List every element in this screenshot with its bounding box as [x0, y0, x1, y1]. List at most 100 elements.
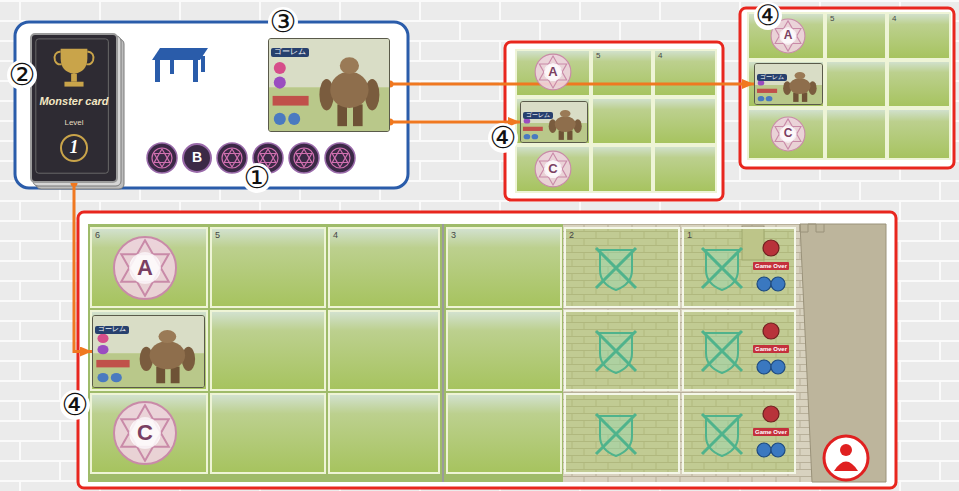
hexagram	[539, 161, 566, 185]
player-board-part-part	[211, 228, 325, 307]
golem-body	[330, 72, 368, 108]
supply-area-part	[217, 143, 247, 173]
player-board-small-part-part	[748, 61, 824, 107]
player-board-part-part	[763, 240, 779, 256]
player-board-small-part-part	[826, 61, 886, 107]
player-board-small-part-part	[516, 50, 590, 96]
player-board-small-part-part	[654, 98, 716, 144]
hexagram	[775, 28, 801, 51]
stat-icon	[97, 373, 108, 382]
callout-number: ①	[242, 163, 272, 193]
player-icon-part	[824, 436, 868, 480]
hexagram	[121, 405, 169, 447]
game-over-label: Game Over	[753, 262, 789, 270]
monster-name: ゴーレム	[523, 112, 553, 119]
column-number: 2	[569, 231, 574, 240]
player-board-part-part	[683, 228, 795, 307]
column-number: 5	[596, 52, 600, 60]
golem-head	[795, 72, 806, 79]
hexagram	[121, 254, 169, 296]
column-number: 4	[333, 231, 338, 240]
player-board-small-part-part	[516, 98, 590, 144]
stat-bar	[757, 89, 777, 93]
callout-number: ④	[754, 2, 782, 30]
player-board-small-part-part	[592, 50, 652, 96]
player-board-part-part	[447, 311, 561, 390]
flow-arrow-group	[387, 81, 755, 88]
level-label: Level	[64, 119, 83, 128]
player-board-part-part	[683, 394, 795, 473]
zone-marker: C	[112, 400, 178, 466]
hexagram	[121, 419, 169, 461]
column-number: 1	[687, 231, 692, 240]
player-board-part-part	[91, 394, 207, 473]
player-board-part	[800, 224, 824, 232]
supply-area-part-part	[152, 48, 208, 60]
golem-head	[340, 57, 359, 74]
golem-body	[789, 78, 810, 94]
callout-number: ④	[60, 390, 90, 420]
monster-card: ゴーレム	[92, 315, 205, 388]
hexagram	[539, 153, 566, 177]
supply-area-part-part	[201, 56, 205, 72]
level-number: 1	[60, 134, 88, 162]
golem-head	[158, 330, 176, 343]
trophy-icon	[61, 49, 88, 74]
player-board-part-part	[771, 277, 785, 291]
column-number: 4	[658, 52, 662, 60]
player-board-small	[740, 8, 954, 168]
card-frame	[36, 39, 109, 173]
player-board-part-part	[565, 394, 679, 473]
player-board-part	[702, 248, 742, 290]
stat-icon	[766, 96, 773, 101]
player-icon	[824, 436, 868, 480]
golem-leg	[559, 130, 564, 139]
zone-marker: C	[534, 150, 572, 188]
player-board-part	[563, 224, 886, 482]
zone-letter: C	[548, 162, 557, 176]
player-board-part-part	[565, 228, 679, 307]
player-board-small-part-part	[516, 146, 590, 192]
golem-art	[755, 64, 822, 104]
zone-disk	[114, 237, 176, 299]
golem-body	[150, 341, 186, 369]
supply-area-part	[289, 143, 319, 173]
zone-letter: A	[137, 256, 153, 280]
stat-icon	[274, 62, 286, 74]
player-board-part-part	[211, 311, 325, 390]
trophy-stem	[71, 74, 77, 82]
hexagram	[539, 56, 566, 80]
trophy-handle	[55, 52, 94, 65]
monster-card: ゴーレム	[268, 38, 390, 132]
monster-deck: Monster cardLevel1	[30, 33, 118, 183]
stat-icon	[758, 96, 765, 101]
player-board-small-part-part	[888, 13, 950, 59]
player-board-part-part	[329, 394, 439, 473]
golem-leg	[156, 366, 165, 383]
monster-card: ゴーレム	[754, 63, 823, 105]
zone-center	[544, 63, 562, 81]
zone-disk	[771, 117, 805, 151]
player-board-small-part-part	[592, 98, 652, 144]
callout-number: ③	[268, 7, 298, 37]
player-board-part-part	[91, 228, 207, 307]
golem-leg	[567, 130, 572, 139]
zone-disk	[535, 54, 571, 90]
stat-icon	[97, 345, 108, 354]
player-icon-part	[834, 462, 858, 472]
hexagram	[121, 240, 169, 282]
player-board-small-part-part	[654, 50, 716, 96]
player-board-part-part	[683, 311, 795, 390]
player-board-part	[91, 228, 561, 473]
player-board-part	[78, 212, 896, 488]
monster-name: ゴーレム	[95, 326, 129, 334]
stat-icon	[524, 134, 531, 139]
player-board-part-part	[565, 311, 679, 390]
player-board-part-part	[757, 360, 771, 374]
game-over-label: Game Over	[753, 345, 789, 353]
stat-icon	[274, 77, 286, 89]
golem-leg	[171, 366, 180, 383]
player-board-part-part	[447, 394, 561, 473]
player-board-part	[88, 224, 442, 482]
